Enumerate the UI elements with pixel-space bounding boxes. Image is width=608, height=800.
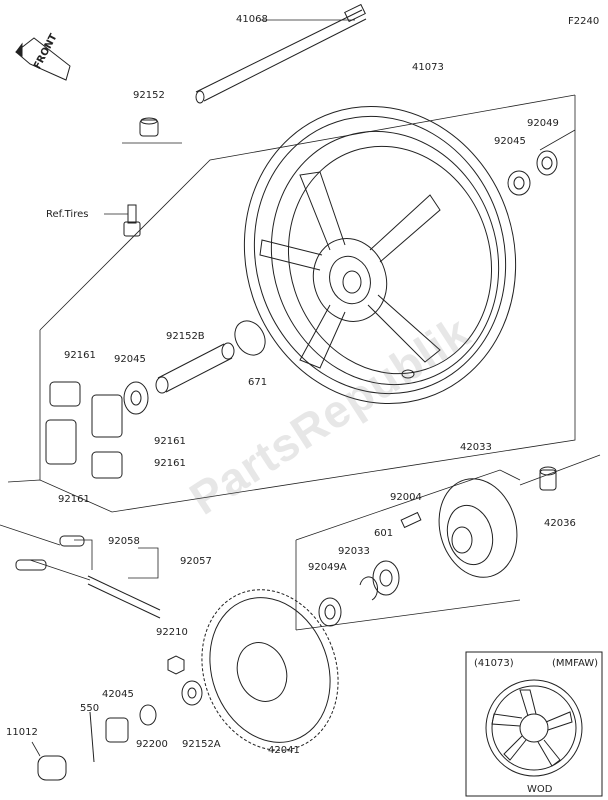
seal-92049a [318, 597, 342, 627]
collar-92152 [139, 117, 159, 137]
label-41073: 41073 [412, 62, 444, 73]
label-92200: 92200 [136, 739, 168, 750]
label-92161-a: 92161 [64, 350, 96, 361]
rear-wheel [243, 105, 517, 405]
label-42036: 42036 [544, 518, 576, 529]
circlip-92033 [359, 576, 378, 601]
collar-92152a [181, 680, 203, 706]
collar-92152b [155, 342, 235, 394]
valve-stem [123, 204, 141, 237]
label-550: 550 [80, 703, 100, 714]
label-92049-top: 92049 [527, 118, 559, 129]
label-92152b: 92152B [166, 331, 205, 342]
label-92045-top: 92045 [494, 136, 526, 147]
label-92049a: 92049A [308, 562, 347, 573]
label-92161-d: 92161 [58, 494, 90, 505]
label-42045: 42045 [102, 689, 134, 700]
cotter-pin-550 [89, 711, 95, 763]
seal-92049-right [536, 150, 558, 176]
label-92210: 92210 [156, 627, 188, 638]
label-42033: 42033 [460, 442, 492, 453]
label-92057: 92057 [180, 556, 212, 567]
diagram-code: F2240 [568, 16, 600, 27]
label-92152: 92152 [133, 90, 165, 101]
bearing-92045-left [123, 381, 149, 415]
label-601: 601 [374, 528, 394, 539]
axle-shaft [195, 3, 367, 104]
cap-11012 [37, 755, 67, 781]
label-671: 671 [248, 377, 268, 388]
stud-92004 [400, 511, 422, 529]
bearing-92045-right [507, 170, 531, 196]
label-92161-b: 92161 [154, 436, 186, 447]
bearing-601 [372, 560, 400, 596]
label-42041: 42041 [268, 745, 300, 756]
variant-inset-box [465, 651, 603, 797]
washer-92200 [139, 704, 157, 726]
label-92033: 92033 [338, 546, 370, 557]
label-92161-c: 92161 [154, 458, 186, 469]
label-11012: 11012 [6, 727, 38, 738]
castle-nut-42045 [105, 717, 129, 743]
chain-joint-92058 [15, 535, 85, 571]
label-41068: 41068 [236, 14, 268, 25]
inset-wheel [485, 679, 583, 777]
inset-part-ref: (41073) [474, 658, 514, 669]
inset-variant: (MMFAW) [552, 658, 599, 669]
label-92045-left: 92045 [114, 354, 146, 365]
nut-92210 [167, 655, 185, 675]
label-ref-tires: Ref.Tires [46, 209, 89, 220]
spacer-42036 [539, 466, 557, 491]
label-92058: 92058 [108, 536, 140, 547]
label-92004: 92004 [390, 492, 422, 503]
drive-chain [0, 524, 161, 619]
o-ring-671 [234, 320, 266, 356]
sprocket-hub-42033 [438, 478, 518, 578]
damper-rubbers [45, 381, 123, 479]
inset-color-code: WOD [527, 784, 553, 795]
label-92152a: 92152A [182, 739, 221, 750]
front-arrow-icon [15, 37, 71, 81]
rear-sprocket [201, 589, 339, 751]
